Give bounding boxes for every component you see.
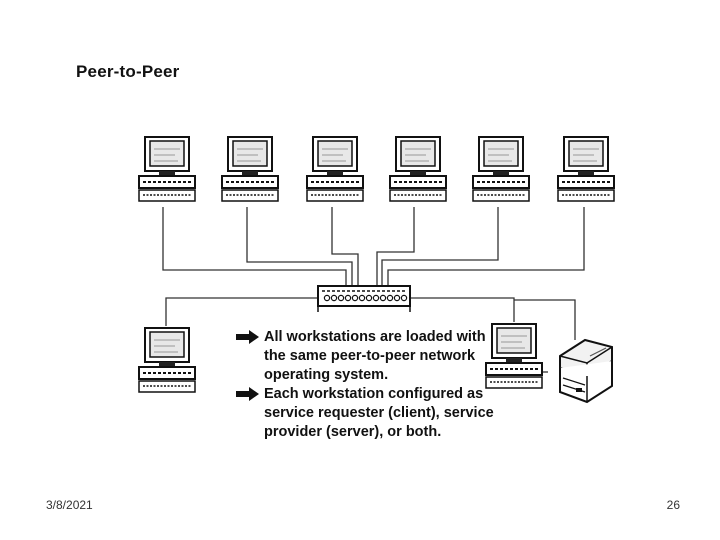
workstation-2: [221, 136, 279, 202]
bullet-text-1: All workstations are loaded with the sam…: [264, 329, 486, 383]
arrow-bullet-icon: [236, 330, 259, 344]
page-number: 26: [666, 498, 680, 512]
workstation-1: [138, 136, 196, 202]
bullet-list: All workstations are loaded with the sam…: [236, 328, 496, 442]
workstation-4: [389, 136, 447, 202]
workstation-3: [306, 136, 364, 202]
bullet-text-2: Each workstation configured as service r…: [264, 386, 494, 440]
slide-date: 3/8/2021: [46, 498, 93, 512]
workstation-5: [472, 136, 530, 202]
bullet-item: Each workstation configured as service r…: [236, 385, 496, 442]
workstation-6: [557, 136, 615, 202]
printer-icon: [559, 338, 613, 404]
slide-title: Peer-to-Peer: [76, 62, 180, 81]
workstation-7: [138, 327, 196, 393]
arrow-bullet-icon: [236, 387, 259, 401]
bullet-item: All workstations are loaded with the sam…: [236, 328, 496, 385]
hub-icon: [317, 285, 411, 312]
